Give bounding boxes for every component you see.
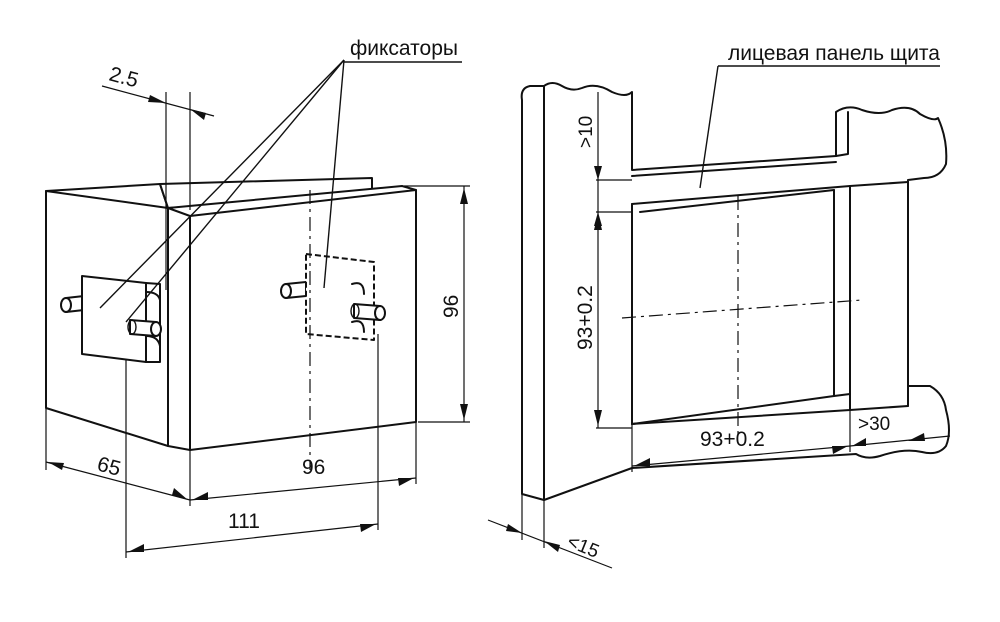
arrow-30-right (908, 433, 925, 441)
fixator-right (280, 253, 386, 341)
fixator-right-screw-ring (350, 303, 360, 319)
fixator-right-curve-bottom (351, 320, 365, 333)
cutout-center-horizontal (621, 299, 863, 319)
arrow-111-left (128, 544, 144, 552)
arrow-93h-left (634, 458, 650, 466)
arrow-96h-bottom (460, 404, 468, 420)
bezel-top-edge (189, 189, 417, 217)
panel-right-bar-top (849, 181, 909, 187)
dim-line-93h (631, 445, 851, 467)
panel-cutout (631, 185, 851, 425)
arrow-111-right (360, 524, 376, 532)
device-drawing: фиксаторы 2.5 96 65 96 1 (45, 37, 470, 558)
panel-drawing: лицевая панель щита >10 93+0.2 93+0.2 >3… (487, 42, 951, 569)
arrow-2-5-a (148, 95, 166, 103)
arrow-93v-top (594, 214, 602, 230)
fixator-left-screw-ring (127, 319, 137, 335)
arrow-93v-bottom (594, 410, 602, 426)
dim-96w-label: 96 (302, 456, 325, 479)
panel-top-right-post (835, 111, 849, 157)
arrow-65-right (172, 488, 188, 500)
arrow-2-5-b (190, 109, 206, 120)
fixator-left-pin-end (60, 297, 72, 313)
arrow-15-left (506, 524, 522, 533)
dim-111-label: 111 (228, 510, 260, 533)
arrow-96w-right (398, 478, 414, 486)
panel-thickness-face (520, 85, 545, 501)
arrow-65-left (48, 462, 64, 470)
arrow-96h-top (460, 188, 468, 204)
fixator-right-screw-end (374, 305, 386, 321)
leader-fixator-left-2 (125, 59, 345, 323)
dim-96h-label: 96 (440, 295, 463, 318)
dim-line-65 (45, 461, 191, 501)
panel-top-bar-edge (631, 161, 837, 177)
fixator-left-block (81, 275, 147, 363)
fixator-left-screw-end (150, 321, 162, 337)
leader-fixator-right (323, 59, 345, 289)
arrow-30-left (852, 438, 866, 446)
dim-line-96w (189, 477, 417, 501)
arrow-96w-left (192, 492, 208, 500)
bezel-corner (167, 207, 191, 217)
fixator-right-curve-top (351, 282, 365, 295)
arrow-93h-right (832, 446, 848, 454)
fixator-left (60, 275, 162, 363)
panel-right-bar-bottom (849, 405, 909, 411)
arrow-15-right (544, 541, 560, 552)
dim-15-label: <15 (564, 531, 602, 563)
dim-93h-label: 93+0.2 (700, 428, 765, 451)
cutout-inner-bottom (631, 395, 835, 425)
dim-93v-label: 93+0.2 (574, 285, 597, 350)
arrow-10-top (594, 166, 602, 180)
dim-2-5-label: 2.5 (107, 63, 141, 93)
device-housing-edge (45, 190, 169, 209)
panel-face-label: лицевая панель щита (728, 42, 940, 65)
dim-10-label: >10 (576, 116, 597, 148)
fixator-right-pin-end (280, 283, 292, 299)
cutout-inner-top (639, 189, 835, 213)
dim-line-30 (849, 435, 951, 447)
dim-line-111 (125, 523, 379, 553)
dim-30-label: >30 (858, 414, 890, 435)
fixator-left-curve-top (145, 291, 161, 301)
fixators-label: фиксаторы (350, 37, 458, 60)
leader-fixator-left (99, 59, 345, 309)
leader-panel-face (699, 65, 719, 189)
dim-65-label: 65 (95, 453, 124, 481)
